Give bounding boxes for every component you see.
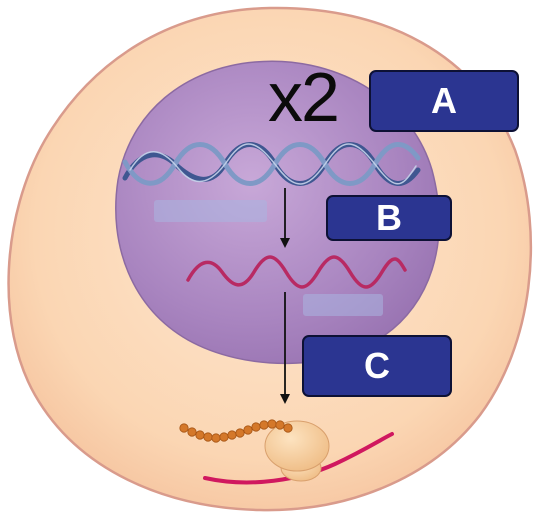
label-b-text: B	[376, 197, 402, 238]
arrow-transcription	[280, 188, 290, 248]
mrna-strand-icon	[186, 255, 407, 289]
placeholder-box-right	[303, 294, 383, 316]
ribosome-icon	[264, 420, 330, 482]
label-box-b[interactable]: B	[326, 195, 452, 241]
multiplier-label: x2	[268, 58, 340, 136]
arrow-translation	[280, 292, 290, 404]
label-a-text: A	[431, 80, 457, 121]
nucleus	[115, 60, 440, 365]
label-box-a[interactable]: A	[369, 70, 519, 132]
dna-double-helix-icon	[122, 142, 421, 186]
label-box-c[interactable]: C	[302, 335, 452, 397]
protein-chain-icon	[179, 419, 293, 443]
cytoplasm-mrna-strand	[203, 432, 394, 485]
placeholder-box-left	[154, 200, 267, 222]
label-c-text: C	[364, 345, 390, 386]
